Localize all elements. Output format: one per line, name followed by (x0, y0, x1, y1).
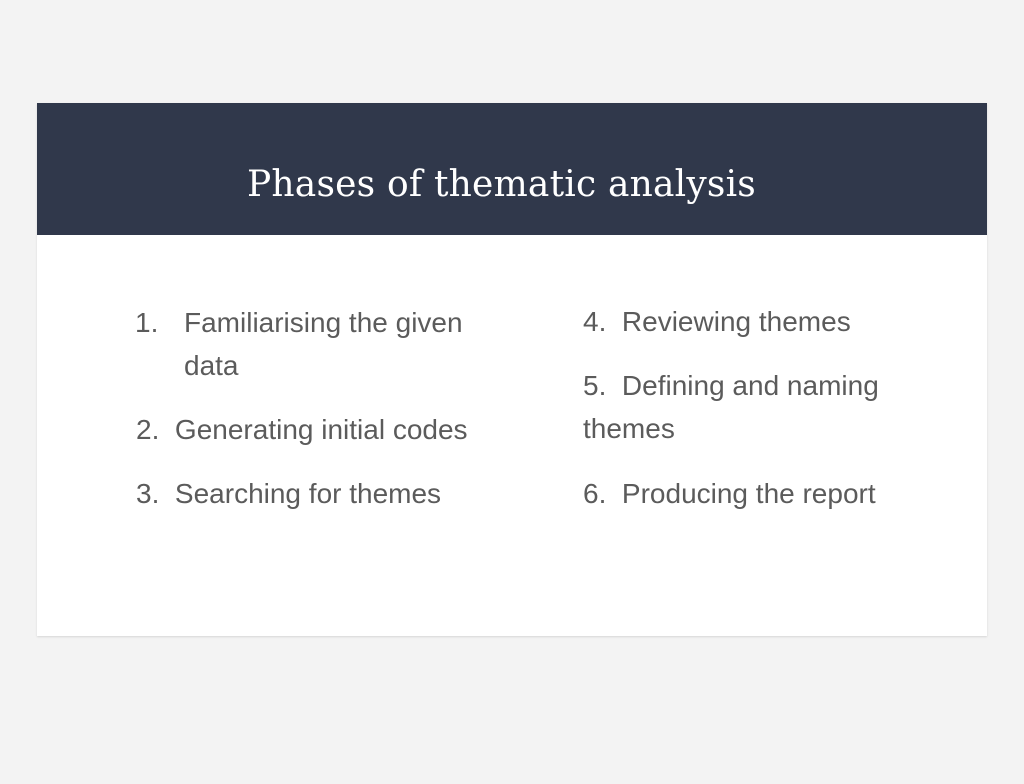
list-item-number: 2. (136, 414, 168, 445)
list-item: 2. Generating initial codes (136, 408, 536, 451)
list-item: 1. Familiarising the given data (135, 301, 465, 387)
list-item-number: 5. (583, 370, 615, 401)
list-item-number: 6. (583, 478, 615, 509)
list-item-text: Defining and naming themes (583, 370, 879, 444)
list-item: 5. Defining and naming themes (583, 364, 923, 450)
list-item-number: 3. (136, 478, 168, 509)
list-item: 3. Searching for themes (136, 472, 536, 515)
list-item: 6. Producing the report (583, 472, 943, 515)
list-item-number: 1. (135, 307, 159, 338)
slide-header: Phases of thematic analysis (37, 103, 987, 235)
list-item-text: Familiarising the given data (184, 307, 463, 381)
list-item-text: Reviewing themes (621, 306, 851, 337)
slide-title: Phases of thematic analysis (247, 164, 756, 205)
list-item-text: Producing the report (621, 478, 876, 509)
list-item-text: Searching for themes (174, 478, 442, 509)
list-item-number: 4. (583, 306, 615, 337)
slide: Phases of thematic analysis 1. Familiari… (37, 103, 987, 636)
list-item-text: Generating initial codes (174, 414, 468, 445)
list-item: 4. Reviewing themes (583, 300, 943, 343)
